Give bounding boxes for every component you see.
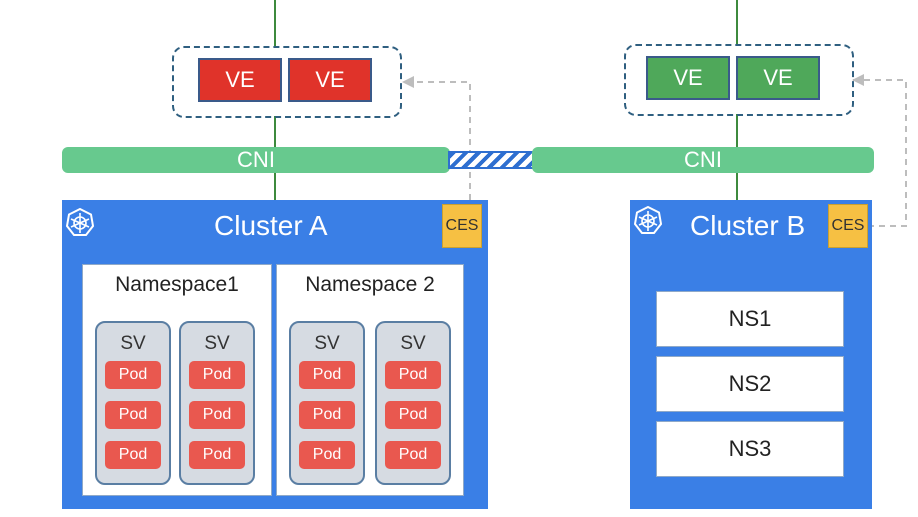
kubernetes-icon xyxy=(634,206,662,234)
pod: Pod xyxy=(385,441,441,469)
service-label: SV xyxy=(204,333,230,354)
namespace-box-ns2: NS2 xyxy=(656,356,844,412)
kubernetes-icon xyxy=(66,208,94,236)
service-box: SV Pod Pod Pod xyxy=(179,321,255,485)
namespace-box-ns1: NS1 xyxy=(656,291,844,347)
cluster-b-title: Cluster B xyxy=(690,210,806,241)
ve-group-right xyxy=(624,44,854,116)
service-box: SV Pod Pod Pod xyxy=(375,321,451,485)
pod: Pod xyxy=(299,361,355,389)
pod: Pod xyxy=(105,441,161,469)
pod: Pod xyxy=(189,441,245,469)
ces-b-dashed-connector xyxy=(852,79,907,227)
cluster-a-panel: Cluster A CES Namespace1 SV Pod Pod Pod … xyxy=(62,200,488,509)
service-label: SV xyxy=(400,333,426,354)
pod: Pod xyxy=(105,361,161,389)
namespace-panel-1: Namespace1 SV Pod Pod Pod SV Pod Pod Pod xyxy=(82,264,272,496)
service-box: SV Pod Pod Pod xyxy=(95,321,171,485)
ces-badge-b: CES xyxy=(828,204,868,248)
service-box: SV Pod Pod Pod xyxy=(289,321,365,485)
pod: Pod xyxy=(385,401,441,429)
cluster-a-title: Cluster A xyxy=(214,210,328,241)
service-label: SV xyxy=(314,333,340,354)
pod: Pod xyxy=(189,361,245,389)
pod: Pod xyxy=(385,361,441,389)
cni-bar-left: CNI xyxy=(62,147,450,173)
ces-a-dashed-connector xyxy=(402,81,471,200)
namespace-box-ns3: NS3 xyxy=(656,421,844,477)
pod: Pod xyxy=(105,401,161,429)
namespace-title: Namespace 2 xyxy=(305,273,435,296)
right-top-link-line xyxy=(736,0,738,46)
pod: Pod xyxy=(189,401,245,429)
ve-box-right-2: VE xyxy=(736,56,820,100)
cni-bar-right: CNI xyxy=(532,147,874,173)
cni-striped-link xyxy=(448,151,534,169)
namespace-panel-2: Namespace 2 SV Pod Pod Pod SV Pod Pod Po… xyxy=(276,264,464,496)
ve-box-right-1: VE xyxy=(646,56,730,100)
cluster-b-panel: Cluster B CES NS1 NS2 NS3 xyxy=(630,200,872,509)
ve-group-left xyxy=(172,46,402,118)
ve-box-left-1: VE xyxy=(198,58,282,102)
namespace-title: Namespace1 xyxy=(115,273,239,296)
pod: Pod xyxy=(299,401,355,429)
ve-box-left-2: VE xyxy=(288,58,372,102)
pod: Pod xyxy=(299,441,355,469)
left-top-link-line xyxy=(274,0,276,46)
arrow-head-left xyxy=(402,76,414,88)
arrow-head-right xyxy=(852,74,864,86)
service-label: SV xyxy=(120,333,146,354)
ces-badge-a: CES xyxy=(442,204,482,248)
